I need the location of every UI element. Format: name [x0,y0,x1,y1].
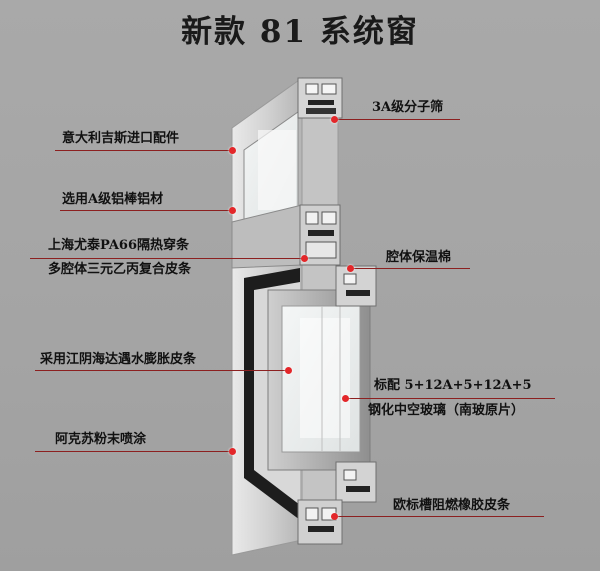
label-glass-config: 标配 5+12A+5+12A+5 [374,378,532,393]
label-gasket: 欧标槽阻燃橡胶皮条 [393,498,511,513]
label-thermal-strip: 上海尤泰PA66隔热穿条 [48,238,190,253]
callout-dot [331,116,338,123]
label-glass-type: 钢化中空玻璃（南玻原片） [368,403,525,418]
callout-dot [229,448,236,455]
callout-line [35,451,235,452]
callout-dot [285,367,292,374]
page-title: 新款 81 系统窗 [181,14,419,50]
label-aluminum: 选用A级铝棒铝材 [62,192,164,207]
callout-line [35,370,290,371]
callout-dot [347,265,354,272]
callout-line [60,210,235,211]
label-molecular-sieve: 3A级分子筛 [372,100,444,115]
callout-dot [342,395,349,402]
callout-dot [301,255,308,262]
callout-dot [229,207,236,214]
callout-line [30,258,308,259]
callout-dot [229,147,236,154]
label-hardware: 意大利吉斯进口配件 [62,131,180,146]
callout-line [334,119,460,120]
label-insulation: 腔体保温棉 [386,250,452,265]
callout-line [345,398,555,399]
callout-line [350,268,470,269]
callout-line [55,150,235,151]
callout-dot [331,513,338,520]
callout-line [334,516,544,517]
label-epdm-strip: 多腔体三元乙丙复合皮条 [48,262,192,277]
label-coating: 阿克苏粉末喷涂 [55,432,147,447]
label-seal: 采用江阴海达遇水膨胀皮条 [40,352,197,367]
